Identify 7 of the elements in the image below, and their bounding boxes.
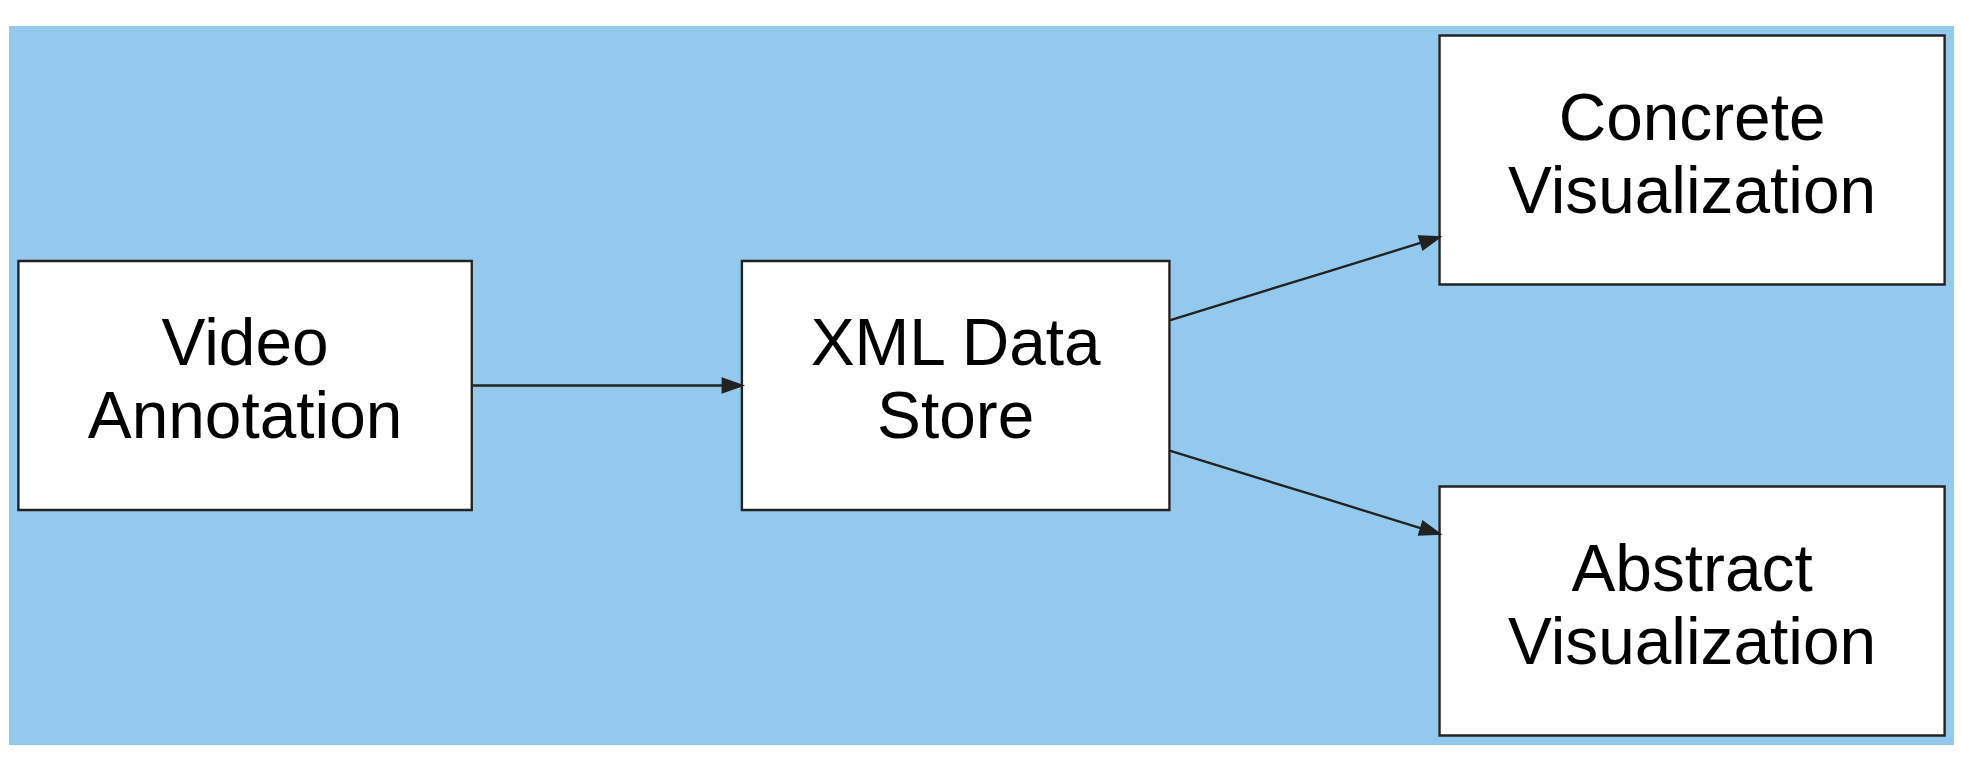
node-box: Video Annotation [16, 259, 473, 512]
node-box: Abstract Visualization [1437, 485, 1946, 737]
arrow [1168, 449, 1443, 536]
node-box: Concrete Visualization [1437, 34, 1946, 286]
node-box: XML Data Store [740, 259, 1171, 512]
arrow [472, 377, 745, 394]
arrow [1168, 235, 1443, 322]
